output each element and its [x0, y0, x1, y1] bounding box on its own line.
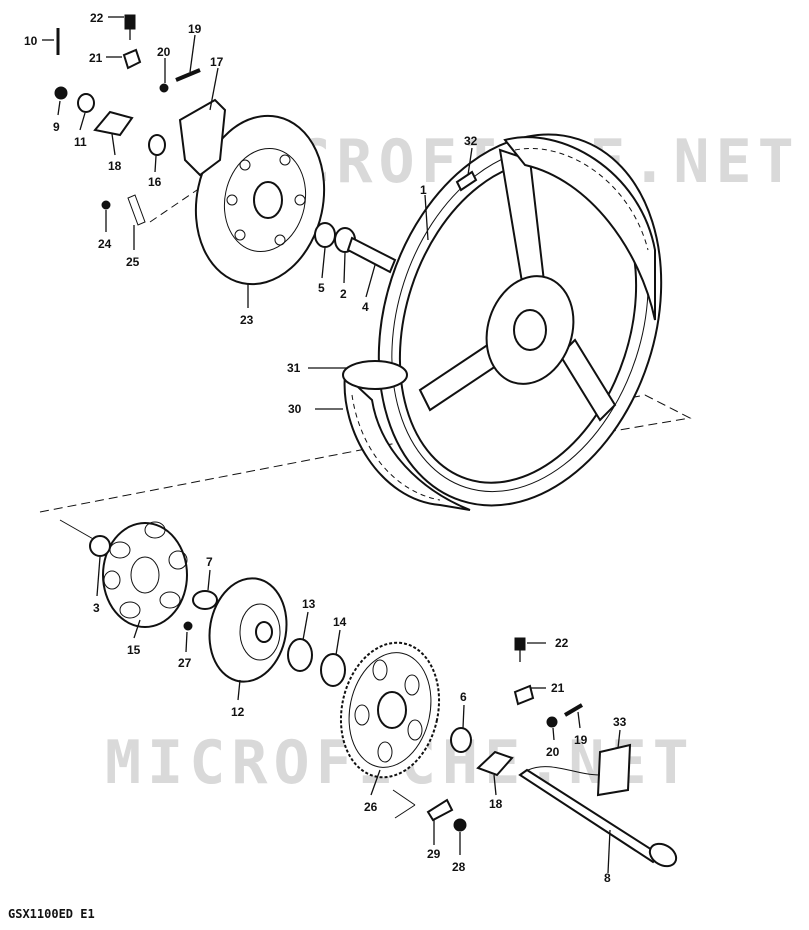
callout-24: 24 [98, 237, 112, 251]
leader-lines [42, 16, 621, 874]
seal-14 [320, 653, 346, 687]
callout-2: 2 [340, 287, 347, 301]
callout-15: 15 [127, 643, 141, 657]
axle-spacers [314, 222, 397, 274]
rear-axle [518, 768, 678, 868]
callout-19: 19 [188, 22, 202, 36]
callout-31: 31 [287, 361, 301, 375]
callout-18b: 18 [489, 797, 503, 811]
collar-7 [192, 590, 218, 610]
callout-11: 11 [74, 135, 87, 149]
callout-16: 16 [148, 175, 162, 189]
pin-32 [455, 170, 478, 192]
callout-9: 9 [53, 120, 60, 134]
callout-22: 22 [90, 11, 104, 25]
callout-6: 6 [460, 690, 467, 704]
bolt-27 [183, 621, 193, 631]
callout-4: 4 [362, 300, 369, 314]
callout-25: 25 [126, 255, 140, 269]
assembly-guide-lines [39, 187, 692, 819]
callout-5: 5 [318, 281, 325, 295]
callout-12: 12 [231, 705, 245, 719]
callout-29: 29 [427, 847, 441, 861]
model-code-footer: GSX1100ED E1 [8, 907, 95, 921]
callout-8: 8 [604, 871, 611, 885]
callout-21b: 21 [551, 681, 565, 695]
callout-7: 7 [206, 555, 213, 569]
callout-20: 20 [157, 45, 171, 59]
small-hardware-top [54, 14, 201, 226]
callout-23: 23 [240, 313, 254, 327]
callout-21: 21 [89, 51, 103, 65]
callout-22b: 22 [555, 636, 569, 650]
callout-numbers: 22 10 19 21 20 17 9 11 18 16 24 25 23 5 … [24, 11, 627, 885]
caliper-bracket [178, 98, 227, 177]
callout-19b: 19 [574, 733, 588, 747]
callout-26: 26 [364, 800, 378, 814]
callout-20b: 20 [546, 745, 560, 759]
callout-30: 30 [288, 402, 302, 416]
brake-disc-front [194, 114, 326, 286]
callout-27: 27 [178, 656, 192, 670]
callout-14: 14 [333, 615, 347, 629]
rear-sprocket [339, 641, 441, 779]
callout-28: 28 [452, 860, 466, 874]
callout-1: 1 [420, 183, 427, 197]
callout-3: 3 [93, 601, 100, 615]
bearing-13 [287, 638, 313, 672]
callout-33: 33 [613, 715, 627, 729]
callout-10: 10 [24, 34, 38, 48]
callout-32: 32 [464, 134, 478, 148]
bearing-3 [89, 535, 111, 557]
rear-wheel [342, 133, 663, 511]
cush-drive-damper [102, 521, 188, 628]
callout-18: 18 [108, 159, 122, 173]
callout-17: 17 [210, 55, 224, 69]
small-hardware-bottom [426, 637, 632, 832]
callout-13: 13 [302, 597, 316, 611]
brake-disc-rear [208, 577, 288, 683]
